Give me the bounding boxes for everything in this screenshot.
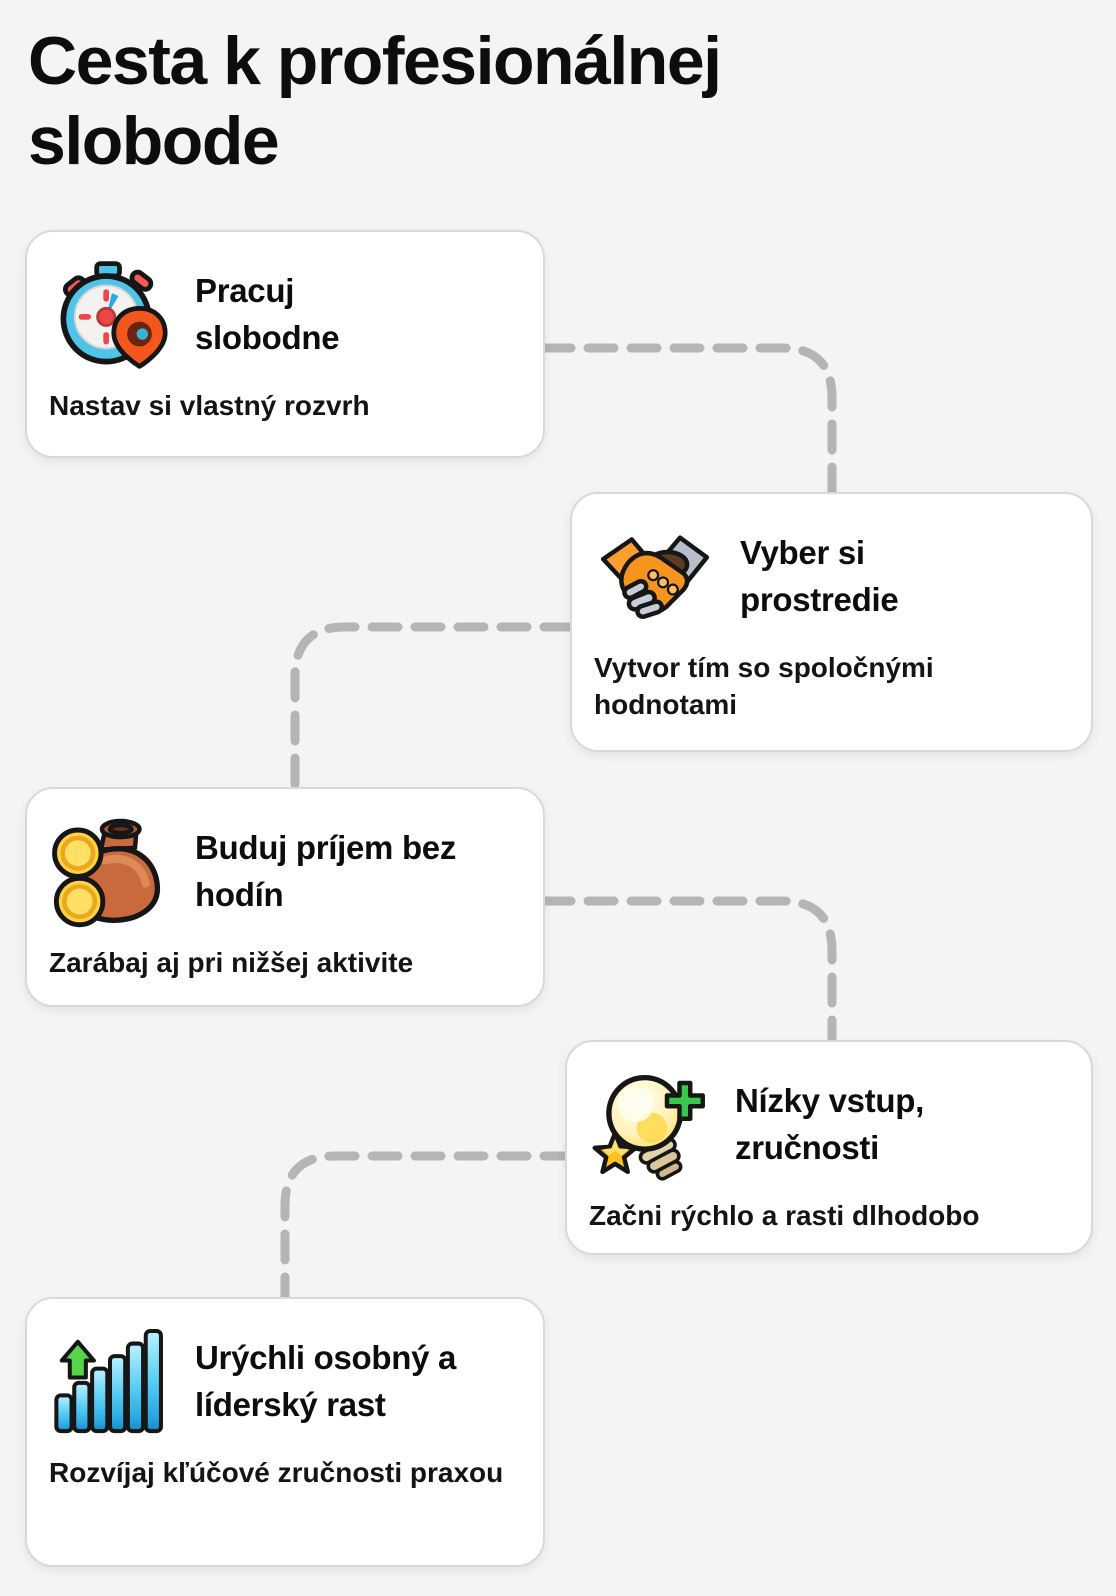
page-title: Cesta k profesionálnej slobode	[28, 23, 722, 179]
card-subtitle: Zarábaj aj pri nižšej aktivite	[49, 947, 414, 978]
connector-2-3	[290, 622, 575, 792]
step-card-low-entry: Nízky vstup, zručnosti Začni rýchlo a ra…	[565, 1040, 1093, 1255]
card-subtitle: Začni rýchlo a rasti dlhodobo	[589, 1200, 980, 1231]
step-card-work-freely: Pracuj slobodne Nastav si vlastný rozvrh	[25, 230, 545, 458]
connector-4-5	[280, 1151, 575, 1302]
card-title: Vyber si prostredie	[740, 534, 899, 618]
connector-1-2	[540, 343, 837, 497]
lightbulb-plus-star-icon	[592, 1074, 705, 1181]
step-card-accelerate-growth: Urýchli osobný a líderský rast Rozvíjaj …	[25, 1297, 545, 1567]
card-subtitle: Vytvor tím so spoločnými hodnotami	[594, 652, 934, 720]
card-title: Urýchli osobný a líderský rast	[195, 1339, 457, 1423]
card-subtitle: Nastav si vlastný rozvrh	[49, 390, 370, 421]
card-title: Pracuj slobodne	[195, 272, 340, 356]
money-bag-icon	[52, 818, 161, 928]
card-title: Nízky vstup, zručnosti	[735, 1082, 924, 1166]
step-card-build-income: Buduj príjem bez hodín Zarábaj aj pri ni…	[25, 787, 545, 1007]
card-title: Buduj príjem bez hodín	[195, 829, 457, 913]
stopwatch-location-icon	[60, 261, 168, 369]
connector-3-4	[540, 896, 837, 1045]
growth-bar-chart-icon	[54, 1329, 163, 1434]
card-subtitle: Rozvíjaj kľúčové zručnosti praxou	[49, 1457, 504, 1488]
handshake-icon	[600, 535, 710, 619]
step-card-choose-environment: Vyber si prostredie Vytvor tím so spoloč…	[570, 492, 1093, 752]
